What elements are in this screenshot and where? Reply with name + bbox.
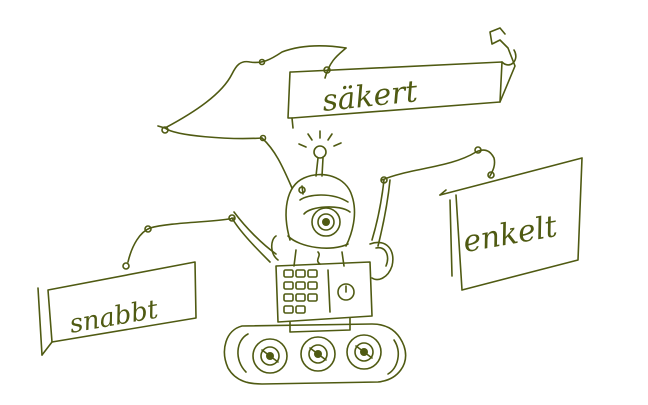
sign-left-label: snabbt <box>67 295 161 340</box>
wheel-right <box>346 334 382 370</box>
robot-head <box>285 173 356 249</box>
wheel-middle <box>300 336 336 372</box>
wheel-left <box>252 338 288 374</box>
sign-left: snabbt <box>37 214 236 356</box>
robot-body <box>275 261 373 333</box>
sign-top-label: säkert <box>320 74 420 119</box>
robot <box>223 130 407 385</box>
robot-arms <box>231 179 394 281</box>
antenna <box>298 130 342 177</box>
sign-top: säkert <box>287 27 517 129</box>
robot-tracks <box>223 323 407 385</box>
sign-right: enkelt <box>380 146 583 291</box>
sign-right-label: enkelt <box>460 209 560 260</box>
connector-top <box>157 45 347 189</box>
